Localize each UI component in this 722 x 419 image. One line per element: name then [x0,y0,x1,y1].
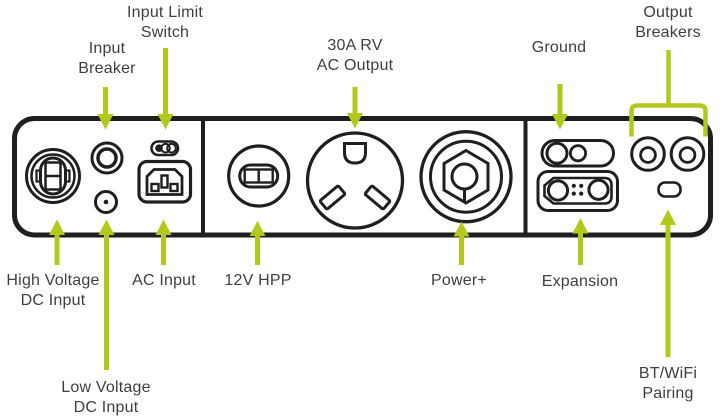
label-power-plus: Power+ [431,272,487,289]
arrow-high-voltage-dc-input [49,219,65,265]
label-high-voltage-dc-input: High Voltage DC Input [6,272,100,309]
label-12v-hpp: 12V HPP [224,272,292,289]
panel-body [12,116,713,238]
ac-input-port [137,159,193,204]
label-bt-wifi-pairing: BT/WiFi Pairing [638,365,698,402]
label-expansion: Expansion [541,273,619,290]
expansion-port [536,170,619,212]
label-output-breakers: Output Breakers [635,4,701,41]
output-breaker-left [630,136,666,172]
30a-rv-ac-output-port [305,131,405,230]
input-limit-switch [150,140,180,157]
arrow-ac-input [155,219,172,265]
bt-wifi-pairing-button [657,181,682,198]
arrow-ground [552,84,568,130]
arrow-input-limit-switch [157,48,174,130]
bracket-output-breakers [629,50,708,137]
input-breaker-port [90,141,124,175]
arrow-12v-hpp [249,221,266,265]
arrow-input-breaker [97,87,114,130]
power-plus-port [419,130,513,224]
label-input-breaker: Input Breaker [78,40,136,77]
output-breaker-right [669,136,706,172]
panel-outline [12,116,713,238]
label-input-limit-switch: Input Limit Switch [126,4,204,41]
label-ground: Ground [531,39,587,56]
arrow-expansion [572,218,589,265]
low-voltage-dc-input-port [94,190,118,214]
arrow-bt-wifi-pairing [660,209,676,357]
ground-port [540,139,615,168]
callout-arrows [49,48,708,370]
label-low-voltage-dc-input: Low Voltage DC Input [61,379,151,416]
arrow-low-voltage-dc-input [98,219,115,370]
12v-hpp-port [227,144,291,208]
label-ac-input: AC Input [132,272,196,289]
label-rv-ac-output: 30A RV AC Output [316,37,394,74]
high-voltage-dc-input-port [25,148,81,204]
arrow-power-plus [453,221,470,265]
arrow-rv-ac-output [347,87,363,129]
